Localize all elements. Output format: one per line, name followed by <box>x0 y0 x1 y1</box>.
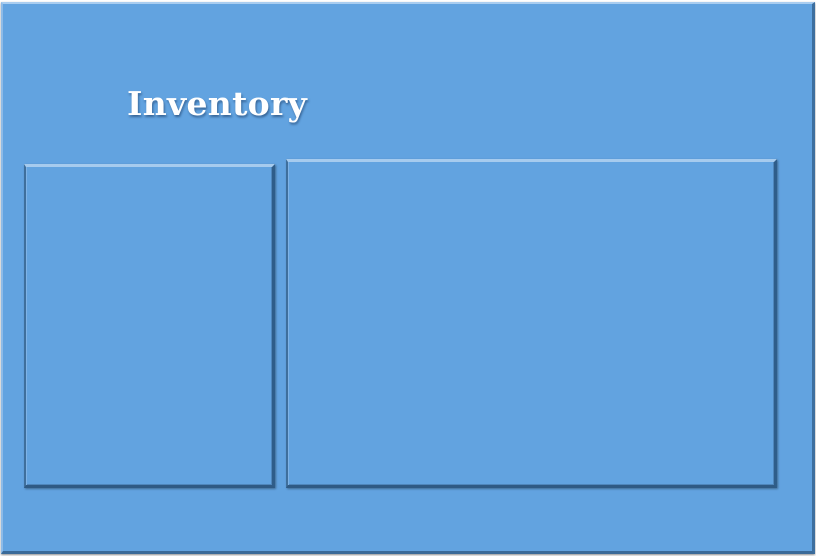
right-panel <box>286 159 777 488</box>
left-panel <box>24 164 275 488</box>
page-title: Inventory <box>127 84 308 123</box>
